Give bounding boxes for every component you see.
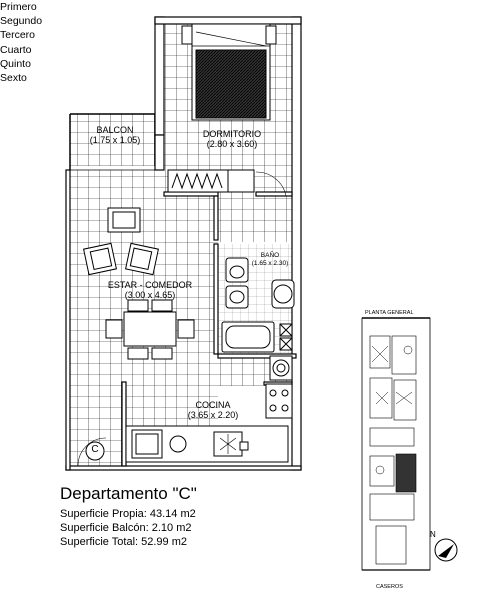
dormitorio-label: DORMITORIO (2.80 x 3.60) [202, 129, 262, 149]
boiler-label: C [91, 444, 99, 455]
bathroom-fixtures [221, 257, 295, 353]
floor-item[interactable]: Segundo [0, 15, 43, 28]
coffee-table [107, 207, 141, 233]
superficie-balcon: Superficie Balcón: 2.10 m2 [60, 522, 191, 534]
walls [65, 16, 302, 471]
balcon-area [69, 113, 162, 170]
floor-item[interactable]: Primero [0, 1, 37, 13]
bano-label: BAÑO (1.65 x 2.30) [251, 252, 289, 267]
floor-item[interactable]: Sexto [0, 72, 27, 85]
boiler [77, 437, 107, 467]
stat-label: Superficie Propia: [60, 508, 147, 520]
bedroom-door [255, 171, 287, 197]
dining-table [105, 299, 195, 360]
balcon-label: BALCON (1.75 x 1.05) [89, 125, 141, 145]
site-plan [361, 317, 431, 571]
cocina-label: COCINA (3.65 x 2.20) [187, 400, 239, 420]
stat-label: Superficie Balcón: [60, 522, 149, 534]
armchairs [83, 242, 159, 276]
north-arrow-icon [434, 538, 458, 562]
floor-item[interactable]: Tercero [0, 29, 36, 42]
site-plan-street: CASEROS [376, 584, 403, 590]
estar-label: ESTAR - COMEDOR (3.00 x 4.65) [107, 280, 193, 300]
floor-list: Primero Segundo Tercero Cuarto Quinto Se… [0, 0, 482, 85]
north-label: N [430, 530, 436, 539]
wardrobe [167, 169, 255, 193]
stat-value: 52.99 m2 [141, 536, 188, 548]
floor-item[interactable]: Quinto [0, 57, 31, 70]
superficie-propia: Superficie Propia: 43.14 m2 [60, 508, 196, 520]
kitchen-fixtures [125, 355, 293, 463]
site-plan-title: PLANTA GENERAL [365, 310, 414, 316]
bed [181, 23, 277, 121]
stat-label: Superficie Total: [60, 536, 139, 548]
superficie-total: Superficie Total: 52.99 m2 [60, 536, 187, 548]
stat-value: 43.14 m2 [149, 508, 196, 520]
stat-value: 2.10 m2 [151, 522, 192, 534]
apartment-title: Departamento "C" [60, 484, 197, 503]
floor-item[interactable]: Cuarto [0, 43, 32, 56]
